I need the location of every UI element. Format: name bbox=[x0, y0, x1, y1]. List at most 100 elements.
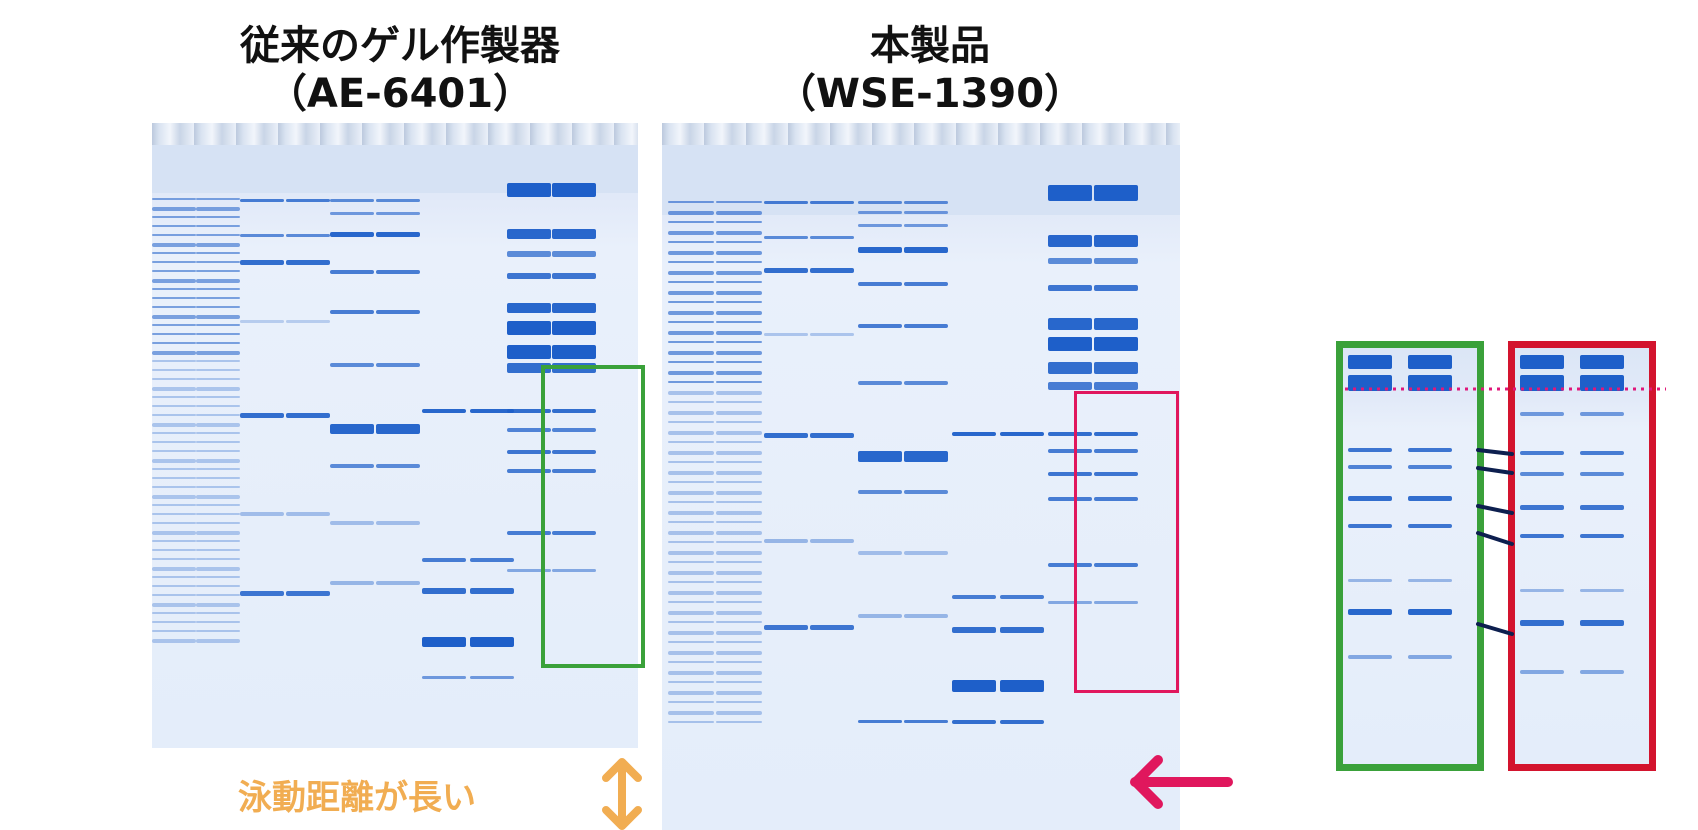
gel-band bbox=[668, 591, 714, 595]
gel-band bbox=[1520, 620, 1564, 626]
gel-band bbox=[507, 303, 551, 313]
gel-band bbox=[668, 441, 714, 443]
gel-band bbox=[376, 464, 420, 468]
callout-longer-migration-distance: 泳動距離が長い bbox=[238, 778, 476, 818]
gel-band bbox=[507, 229, 551, 239]
zoom-box-conventional bbox=[1336, 341, 1484, 771]
gel-band bbox=[196, 225, 240, 227]
gel-band bbox=[196, 360, 240, 362]
gel-band bbox=[196, 315, 240, 319]
gel-band bbox=[668, 271, 714, 275]
gel-band bbox=[152, 441, 196, 443]
gel-band bbox=[1520, 451, 1564, 455]
gel-band bbox=[1580, 355, 1624, 369]
gel-band bbox=[668, 401, 714, 403]
gel-band bbox=[716, 631, 762, 635]
gel-band bbox=[1094, 258, 1138, 264]
gel-band bbox=[668, 371, 714, 375]
gel-band bbox=[196, 279, 240, 283]
gel-band bbox=[1094, 382, 1138, 390]
gel-band bbox=[1094, 497, 1138, 501]
gel-band bbox=[810, 625, 854, 630]
gel-band bbox=[552, 251, 596, 257]
gel-band bbox=[1094, 318, 1138, 330]
gel-band bbox=[196, 459, 240, 463]
gel-band bbox=[470, 637, 514, 647]
gel-band bbox=[904, 551, 948, 555]
gel-band bbox=[716, 461, 762, 463]
gel-band bbox=[376, 363, 420, 367]
gel-band bbox=[152, 360, 196, 362]
gel-band bbox=[330, 521, 374, 525]
gel-band bbox=[196, 351, 240, 355]
gel-band bbox=[422, 676, 466, 679]
gel-band bbox=[716, 231, 762, 235]
gel-band bbox=[668, 721, 714, 723]
gel-band bbox=[196, 612, 240, 614]
gel-band bbox=[1580, 670, 1624, 674]
gel-band bbox=[1094, 601, 1138, 604]
gel-band bbox=[716, 241, 762, 243]
gel-band bbox=[716, 431, 762, 435]
gel-band bbox=[470, 409, 514, 413]
gel-band bbox=[552, 321, 596, 335]
gel-band bbox=[196, 396, 240, 398]
gel-band bbox=[196, 486, 240, 488]
gel-band bbox=[470, 676, 514, 679]
gel-band bbox=[668, 701, 714, 703]
pink-left-arrow-icon bbox=[1130, 755, 1233, 809]
gel-band bbox=[507, 363, 551, 373]
gel-band bbox=[1048, 318, 1092, 330]
gel-band bbox=[552, 409, 596, 413]
gel-band bbox=[716, 341, 762, 343]
gel-band bbox=[422, 558, 466, 562]
gel-band bbox=[152, 378, 196, 380]
gel-band bbox=[668, 381, 714, 383]
gel-band bbox=[904, 720, 948, 723]
gel-band bbox=[1580, 451, 1624, 455]
gel-band bbox=[1048, 472, 1092, 476]
gel-band bbox=[858, 282, 902, 286]
gel-band bbox=[196, 441, 240, 443]
gel-band bbox=[152, 594, 196, 596]
gel-band bbox=[196, 576, 240, 578]
gel-band bbox=[196, 450, 240, 452]
gel-band bbox=[152, 261, 196, 263]
gel-band bbox=[668, 491, 714, 495]
gel-band bbox=[858, 451, 902, 462]
gel-band bbox=[240, 199, 284, 202]
gel-band bbox=[716, 691, 762, 695]
gel-band bbox=[196, 531, 240, 535]
gel-band bbox=[716, 261, 762, 263]
gel-band bbox=[376, 424, 420, 434]
gel-band bbox=[904, 247, 948, 253]
gel-band bbox=[716, 511, 762, 515]
gel-band bbox=[152, 333, 196, 335]
gel-band bbox=[1408, 579, 1452, 582]
gel-band bbox=[668, 481, 714, 483]
gel-band bbox=[330, 424, 374, 434]
gel-band bbox=[152, 216, 196, 218]
gel-band bbox=[152, 468, 196, 470]
gel-band bbox=[240, 413, 284, 418]
gel-band bbox=[196, 603, 240, 607]
gel-band bbox=[716, 671, 762, 675]
gel-band bbox=[668, 511, 714, 515]
gel-band bbox=[1094, 472, 1138, 476]
gel-band bbox=[507, 321, 551, 335]
gel-band bbox=[196, 405, 240, 407]
gel-band bbox=[196, 567, 240, 571]
gel-band bbox=[152, 405, 196, 407]
gel-band bbox=[196, 324, 240, 326]
gel-band bbox=[668, 361, 714, 363]
gel-band bbox=[1408, 355, 1452, 369]
gel-band bbox=[330, 310, 374, 314]
gel-band bbox=[952, 680, 996, 692]
gel-band bbox=[716, 441, 762, 443]
gel-band bbox=[152, 198, 196, 200]
gel-band bbox=[376, 212, 420, 215]
gel-band bbox=[904, 451, 948, 462]
gel-band bbox=[668, 541, 714, 543]
gel-band bbox=[552, 569, 596, 572]
gel-band bbox=[668, 201, 714, 203]
